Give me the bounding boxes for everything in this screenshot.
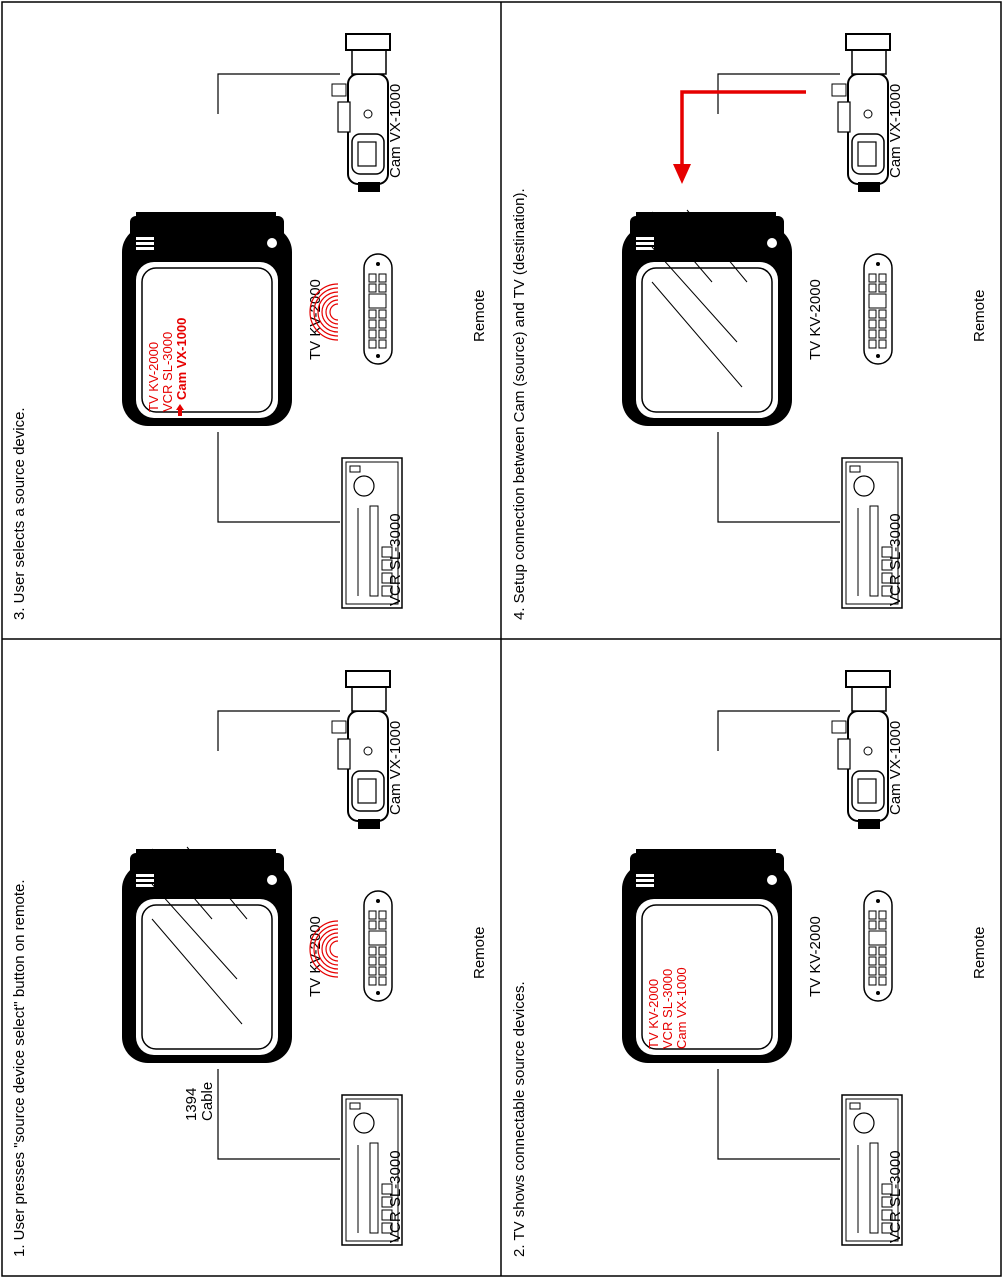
tv-icon <box>622 212 792 426</box>
cam-label: Cam VX-1000 <box>387 721 404 815</box>
vcr-label: VCR SL-3000 <box>387 1150 404 1243</box>
panel-caption: 2. TV shows connectable source devices. <box>511 981 528 1257</box>
screen-item: VCR SL-3000 <box>160 332 175 412</box>
cable-label: Cable <box>199 1082 216 1121</box>
remote-icon <box>364 254 392 364</box>
remote-label: Remote <box>471 289 488 342</box>
vcr-label: VCR SL-3000 <box>887 513 904 606</box>
vcr-label: VCR SL-3000 <box>387 513 404 606</box>
cam-label: Cam VX-1000 <box>387 84 404 178</box>
remote-icon <box>364 891 392 1001</box>
panel-caption: 3. User selects a source device. <box>11 407 28 620</box>
tv-label: TV KV-2000 <box>807 279 824 360</box>
screen-item-selected: Cam VX-1000 <box>174 318 189 400</box>
cable-label: 1394 <box>183 1088 200 1121</box>
screen-item: VCR SL-3000 <box>660 969 675 1049</box>
screen-item: Cam VX-1000 <box>674 967 689 1049</box>
remote-icon <box>864 254 892 364</box>
panel-caption: 1. User presses "source device select" b… <box>11 880 28 1258</box>
cam-label: Cam VX-1000 <box>887 721 904 815</box>
remote-label: Remote <box>971 926 988 979</box>
tv-icon <box>122 849 292 1063</box>
cam-label: Cam VX-1000 <box>887 84 904 178</box>
tv-label: TV KV-2000 <box>807 916 824 997</box>
vcr-label: VCR SL-3000 <box>887 1150 904 1243</box>
screen-item: TV KV-2000 <box>146 342 161 412</box>
remote-label: Remote <box>971 289 988 342</box>
panel-caption: 4. Setup connection between Cam (source)… <box>511 188 528 620</box>
remote-label: Remote <box>471 926 488 979</box>
screen-item: TV KV-2000 <box>646 979 661 1049</box>
remote-icon <box>864 891 892 1001</box>
